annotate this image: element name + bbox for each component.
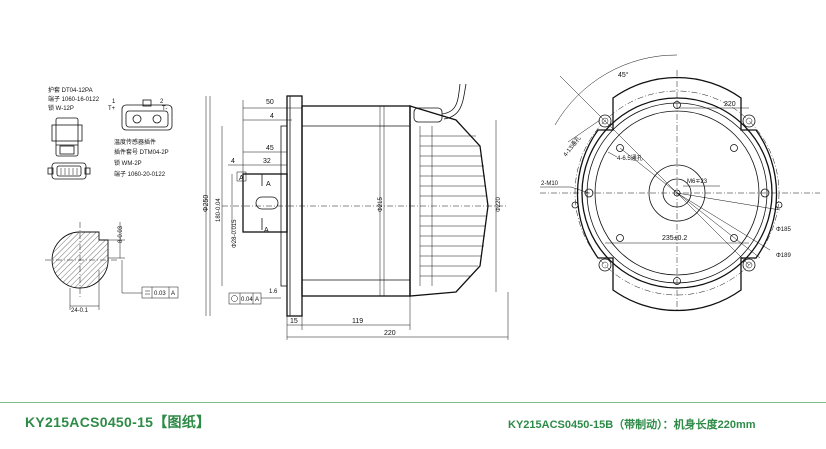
dim-32: 32: [263, 158, 271, 165]
flange-outline: [576, 76, 778, 312]
dim-50: 50: [266, 99, 274, 106]
shaft-tolerance: 0.03: [154, 291, 166, 297]
t-plus-label: T+: [108, 106, 116, 112]
callout-m6: M6∓23: [687, 179, 708, 185]
pilot-circle: [648, 164, 706, 222]
motor-body: [301, 105, 411, 297]
dim-dia250: Φ250: [203, 195, 210, 212]
sensor-note-2: 插件套号 DTM04-2P: [114, 148, 169, 156]
shaft-keyway: [255, 196, 279, 210]
sensor-note-1: 温度传感器插件: [114, 138, 156, 146]
variant-note: KY215ACS0450-15B（带制动）：机身长度220mm: [508, 419, 756, 431]
shaft-datum: A: [171, 291, 175, 297]
dim-4-top: 4: [270, 113, 274, 120]
drawing-title: KY215ACS0450-15【图纸】: [25, 414, 211, 430]
cooling-fins: [419, 126, 487, 286]
callout-4-13: 4-13通孔: [561, 134, 582, 158]
mounting-holes: [571, 101, 783, 285]
dim-dia220: Φ220: [496, 197, 502, 212]
sensor-connector-icon: [121, 99, 173, 131]
housing-circle: [581, 97, 773, 289]
callout-m10: 2-M10: [541, 181, 559, 187]
dim-15: 15: [290, 318, 298, 325]
dim-235: 235±0.2: [662, 235, 687, 242]
runout-frame: [228, 292, 262, 305]
runout-value: 0.04: [241, 297, 253, 303]
dim-180: 180-0.04: [216, 198, 222, 222]
sensor-note-4: 端子 1060-20-0122: [114, 170, 166, 178]
t-minus-label: T-: [162, 106, 167, 112]
runout-datum: A: [255, 297, 259, 303]
footer-divider: [0, 402, 826, 403]
callout-4-6-5: 4-6.5通孔: [617, 154, 643, 162]
motor-side-view: 50 4 45 32 4 Φ250 180-0.04 Φ28-0.015 A A…: [203, 83, 509, 340]
rear-end-cap: [409, 105, 489, 297]
dim-dia189: Φ189: [776, 253, 791, 259]
connector-note-1: 护套 DT04-12PA: [48, 86, 93, 94]
section-a-top: A: [266, 181, 271, 188]
flatness-frame: [141, 286, 179, 299]
connector-note-3: 锁 W-12P: [48, 104, 74, 112]
datum-a-box: A: [239, 175, 244, 182]
shaft-circle: [662, 178, 692, 208]
plug-face-icon: [47, 162, 91, 180]
connector-note-2: 端子 1060-16-0122: [48, 95, 100, 103]
connector-notes: 护套 DT04-12PA 端子 1060-16-0122 锁 W-12P 1 2…: [48, 86, 169, 178]
motor-shaft: [242, 173, 288, 233]
cable-gland: [413, 107, 443, 123]
pin-2-label: 2: [160, 99, 164, 105]
dim-220-front: 220: [724, 101, 736, 108]
dim-45: 45: [266, 145, 274, 152]
shaft-dim-24: 24-0.1: [71, 308, 89, 314]
dim-4-key: 4: [231, 158, 235, 165]
plug-side-icon: [51, 117, 83, 157]
angle-45: 45°: [618, 71, 629, 79]
section-a-bottom: A: [264, 227, 269, 234]
sensor-note-3: 锁 WM-2P: [114, 159, 142, 167]
dim-1-6: 1.6: [269, 289, 278, 295]
dim-dia28: Φ28-0.015: [232, 219, 238, 248]
pin-1-label: 1: [112, 99, 116, 105]
shaft-dim-8: 8-0.03: [118, 225, 124, 243]
motor-front-view: 45° 220 4-13通孔 4-6.5通孔 2-M10 M6∓23 235±0…: [540, 54, 820, 312]
dim-dia185: Φ185: [776, 227, 791, 233]
dim-220-length: 220: [384, 330, 396, 337]
shaft-section-view: 8-0.03 0.03 A 24-0.1: [45, 222, 179, 314]
cable: [441, 83, 461, 115]
dim-119: 119: [352, 318, 363, 325]
dim-dia215: Φ215: [378, 197, 384, 212]
